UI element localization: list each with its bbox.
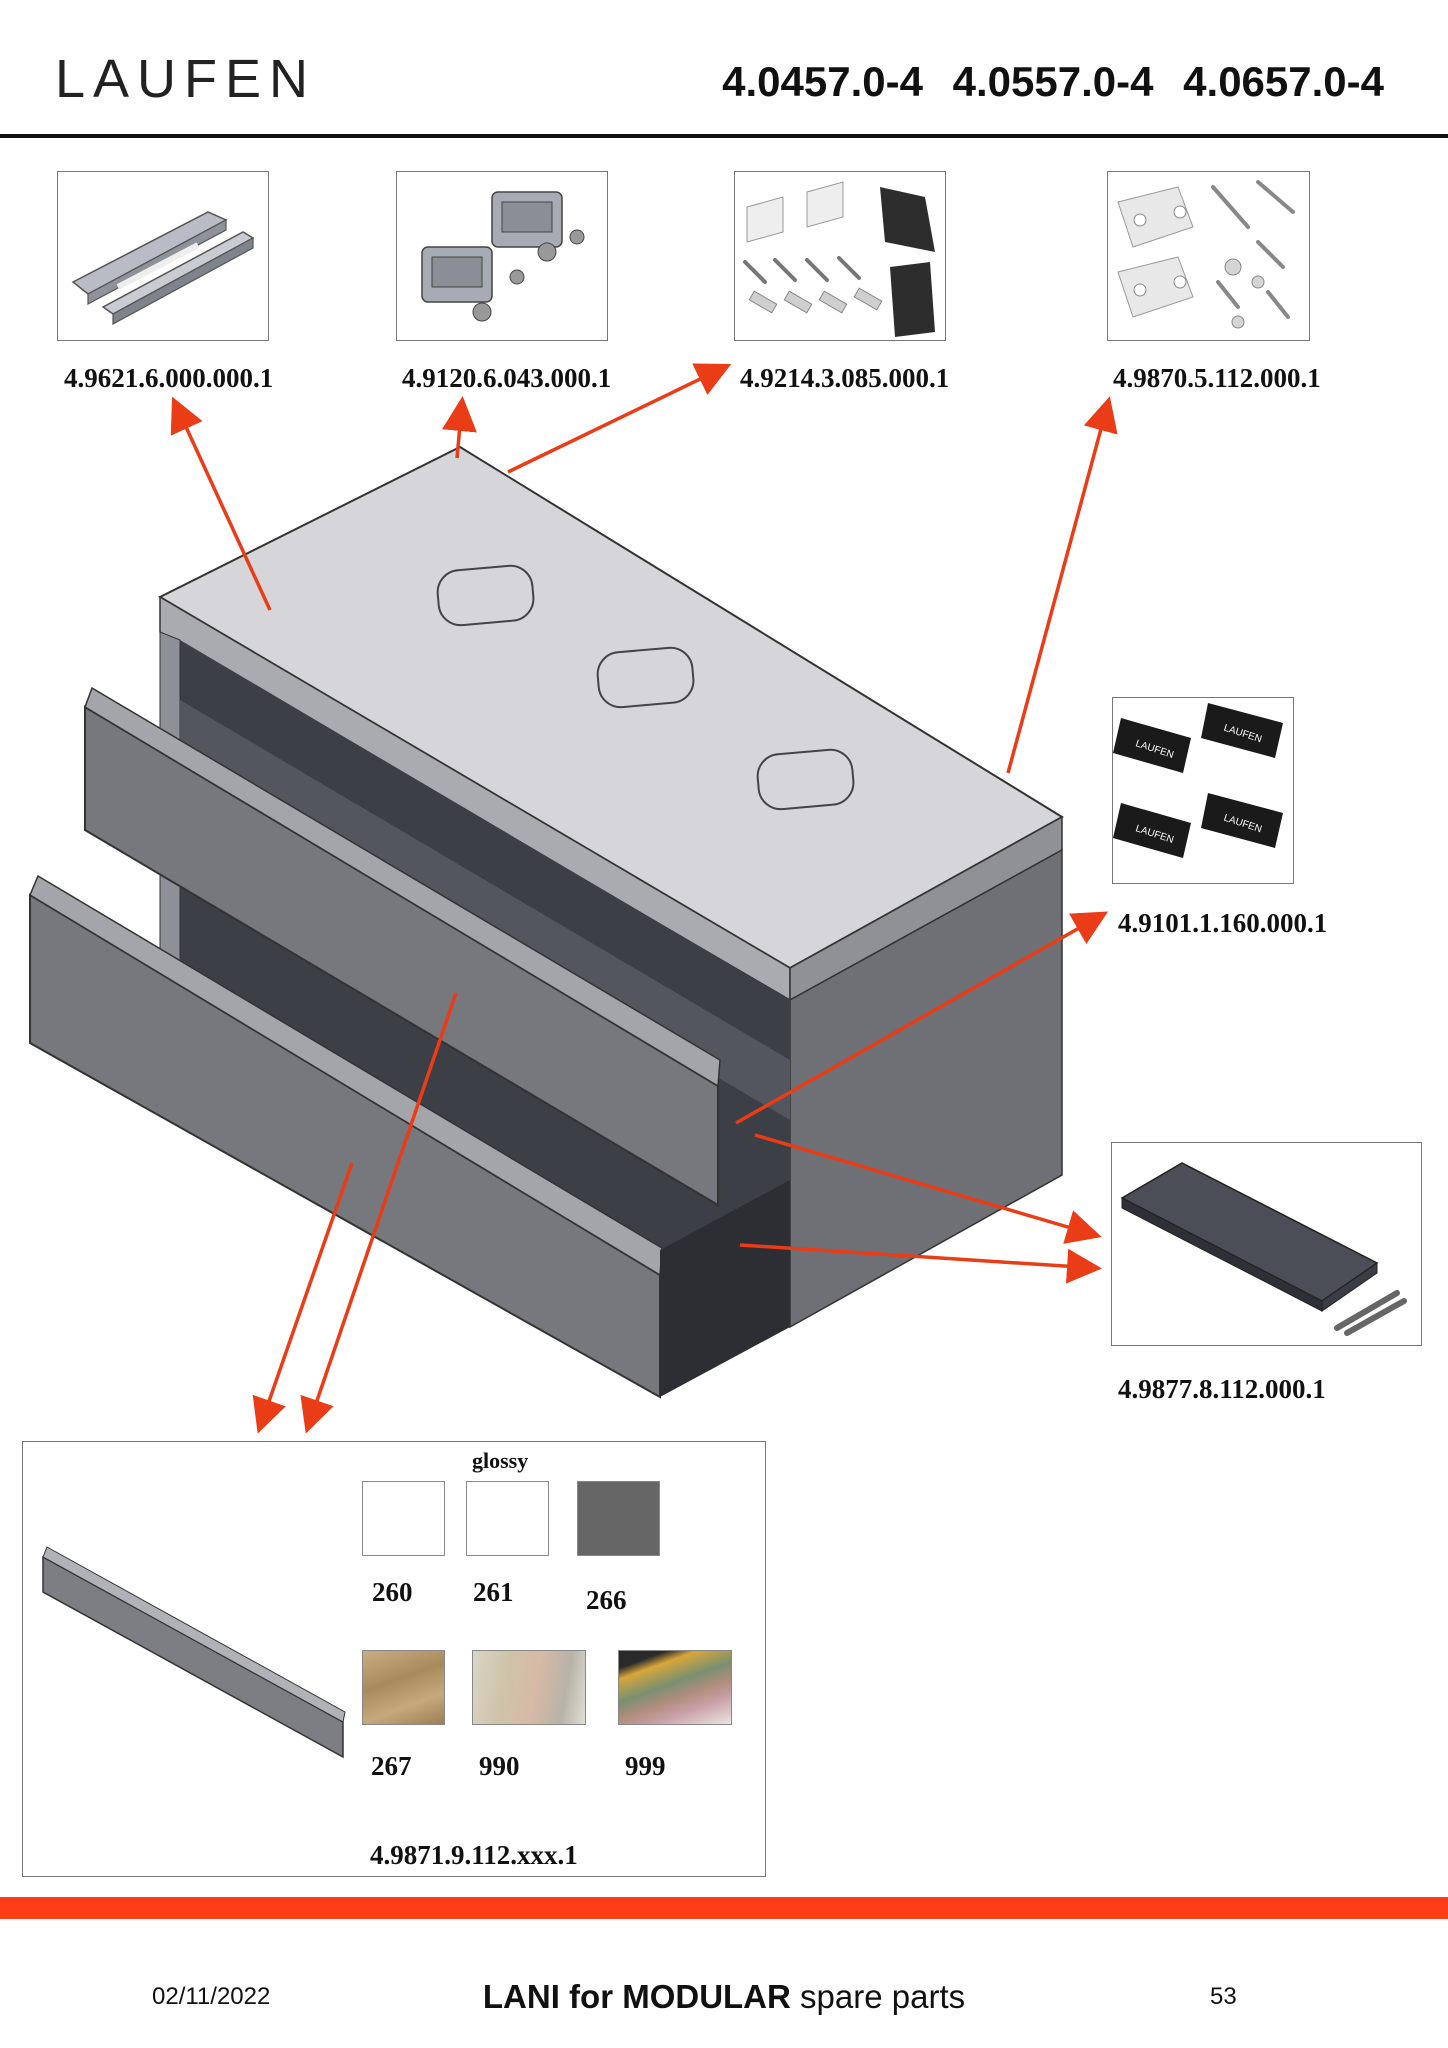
swatch-999 [618, 1650, 732, 1725]
footer-title-bold: LANI for MODULAR [482, 1978, 791, 2015]
part-number-hinges: 4.9120.6.043.000.1 [402, 363, 612, 393]
cabinet-illustration [29, 445, 1064, 1399]
finish-code-267: 267 [371, 1751, 412, 1781]
swatch-261 [466, 1481, 549, 1556]
rails-thumbnail [57, 171, 269, 341]
finish-code-260: 260 [372, 1577, 413, 1607]
part-number-rails: 4.9621.6.000.000.1 [64, 363, 274, 393]
footer-title-rest: spare parts [790, 1978, 966, 2015]
finish-group-title: glossy [472, 1448, 529, 1473]
part-number-brackets: 4.9870.5.112.000.1 [1113, 363, 1321, 393]
part-number-front: 4.9871.9.112.xxx.1 [370, 1840, 578, 1870]
inner-drawer-thumbnail [1111, 1142, 1422, 1346]
finish-code-261: 261 [473, 1577, 514, 1607]
swatch-267 [362, 1650, 445, 1725]
footer-accent-bar [0, 1897, 1448, 1919]
labels-thumbnail: LAUFEN LAUFEN LAUFEN LAUFEN [1112, 697, 1294, 884]
part-number-inner-drawer: 4.9877.8.112.000.1 [1118, 1374, 1326, 1404]
swatch-260 [362, 1481, 445, 1556]
finish-code-999: 999 [625, 1751, 666, 1781]
covers-thumbnail [734, 171, 946, 341]
finish-code-990: 990 [479, 1751, 520, 1781]
product-codes: 4.0457.0-4 4.0557.0-4 4.0657.0-4 [722, 58, 1384, 105]
swatch-990 [472, 1650, 586, 1725]
brackets-thumbnail [1107, 171, 1310, 341]
part-number-covers: 4.9214.3.085.000.1 [740, 363, 950, 393]
page-number: 53 [1210, 1983, 1237, 2010]
finish-code-266: 266 [586, 1585, 627, 1615]
hinges-thumbnail [396, 171, 608, 341]
header-divider [0, 134, 1448, 138]
part-number-labels: 4.9101.1.160.000.1 [1118, 908, 1328, 938]
footer-date: 02/11/2022 [152, 1983, 271, 2010]
brand-logo: LAUFEN [55, 48, 316, 110]
footer-title: LANI for MODULAR spare parts [0, 1978, 1448, 2016]
brand-name: LAUFEN [55, 49, 317, 109]
drawer-front-image [42, 1546, 346, 1759]
swatch-266 [577, 1481, 660, 1556]
